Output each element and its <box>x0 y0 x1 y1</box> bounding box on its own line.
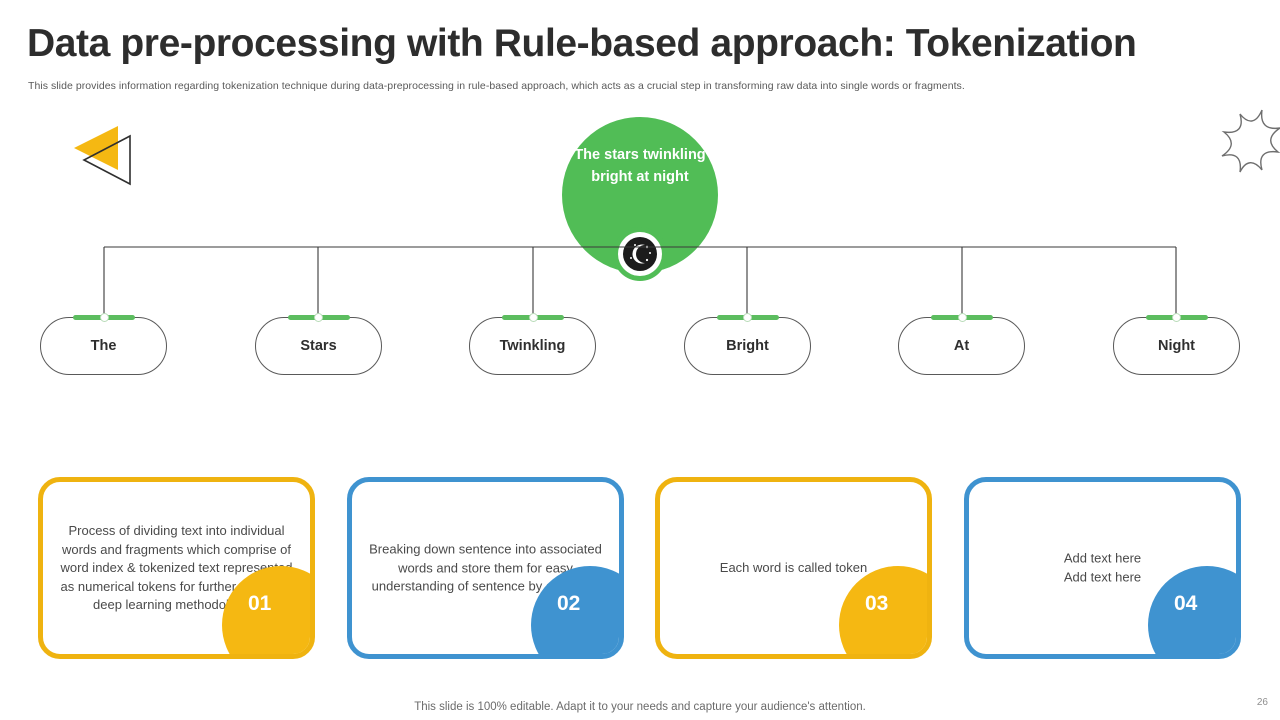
sentence-icon-badge <box>613 227 667 281</box>
info-card-text: Add text here Add text here <box>1063 550 1142 585</box>
sentence-bubble-text: The stars twinkling bright at night <box>574 147 706 185</box>
page-title: Data pre-processing with Rule-based appr… <box>27 22 1137 65</box>
token-pill[interactable]: Stars <box>255 317 382 375</box>
info-card-number: 02 <box>557 592 581 615</box>
token-label: Twinkling <box>499 338 566 354</box>
token-pill[interactable]: At <box>898 317 1025 375</box>
footer-note: This slide is 100% editable. Adapt it to… <box>414 701 866 713</box>
token-pill[interactable]: Twinkling <box>469 317 596 375</box>
token-node-dot <box>958 313 967 322</box>
info-card-number: 03 <box>865 592 889 615</box>
token-label: Night <box>1157 338 1196 354</box>
info-card[interactable]: Breaking down sentence into associated w… <box>347 477 624 659</box>
token-node-dot <box>1172 313 1181 322</box>
token-node-dot <box>314 313 323 322</box>
info-card-badge: 03 <box>839 566 927 654</box>
page-subtitle: This slide provides information regardin… <box>28 80 965 92</box>
info-card-text: Each word is called token <box>719 559 868 575</box>
token-label: Bright <box>726 338 769 354</box>
token-node-dot <box>743 313 752 322</box>
left-arrow-triangle-icon <box>60 118 140 190</box>
info-card[interactable]: Each word is called token 03 <box>655 477 932 659</box>
info-card[interactable]: Process of dividing text into individual… <box>38 477 315 659</box>
info-card-number: 04 <box>1174 592 1198 615</box>
info-card[interactable]: Add text here Add text here 04 <box>964 477 1241 659</box>
token-node-dot <box>100 313 109 322</box>
info-card-badge: 01 <box>222 566 310 654</box>
token-pill[interactable]: Bright <box>684 317 811 375</box>
token-label: Stars <box>300 338 337 354</box>
token-label: The <box>90 338 117 354</box>
starburst-sparkle-icon <box>1216 108 1280 200</box>
token-connector-tree <box>103 246 1177 316</box>
token-label: At <box>953 338 970 354</box>
info-card-number: 01 <box>248 592 272 615</box>
token-node-dot <box>529 313 538 322</box>
page-number: 26 <box>1256 697 1268 708</box>
night-moon-stars-icon <box>618 232 662 276</box>
token-pill[interactable]: Night <box>1113 317 1240 375</box>
token-pill[interactable]: The <box>40 317 167 375</box>
